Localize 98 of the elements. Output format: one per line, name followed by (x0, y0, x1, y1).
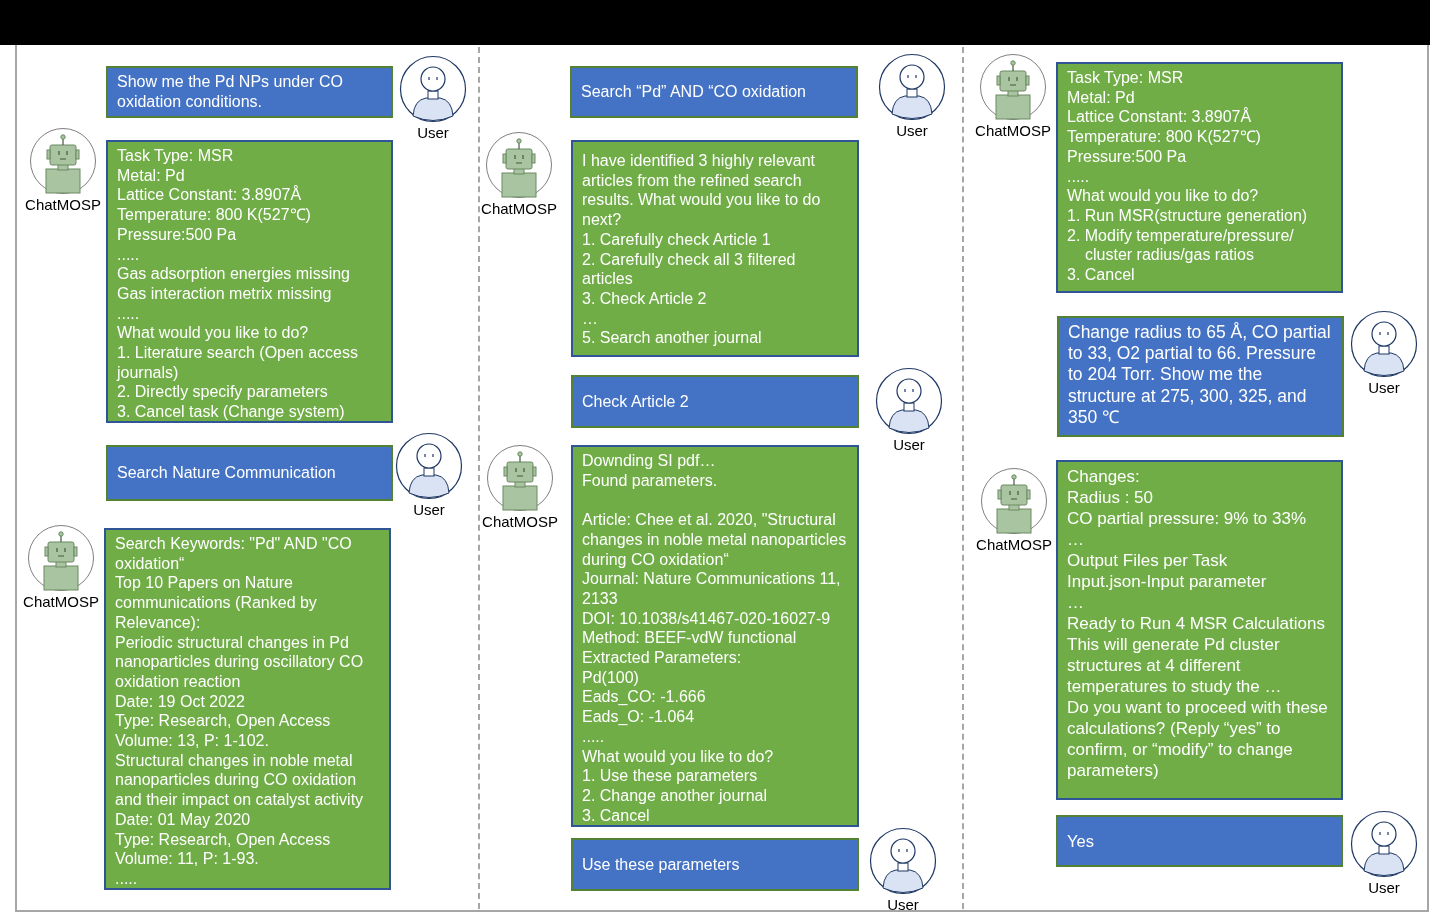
message-text: Radius : 50 (1067, 487, 1154, 508)
message-text: Volume: 13, P: 1-102. (115, 731, 270, 751)
message-text: 3. Cancel (582, 805, 651, 826)
message-text: Downding SI pdf… (582, 451, 717, 471)
message-text: Search Keywords: "Pd" AND "CO oxidation“ (115, 534, 353, 574)
message-text: Yes (1067, 831, 1095, 851)
message-text: What would you like to do? (582, 746, 775, 767)
speaker-name: ChatMOSP (25, 196, 101, 213)
chat-bubble (571, 838, 859, 891)
message-text: Eads_O: -1.064 (582, 707, 696, 727)
chat-bubble (570, 66, 858, 118)
message-text: Task Type: MSR (1067, 68, 1185, 88)
message-text: Gas adsorption energies missing (117, 264, 351, 284)
message-text: ..... (117, 303, 141, 324)
chat-bubble (106, 140, 393, 423)
message-text: Gas interaction metrix missing (117, 283, 333, 304)
message-text: Pd(100) (582, 667, 640, 688)
chat-bubble (106, 66, 393, 118)
message-text: Changes: (1067, 466, 1141, 487)
message-text: Method: BEEF-vdW functional (582, 628, 798, 648)
message-text: Lattice Constant: 3.8907Å (117, 185, 303, 206)
message-text: What would you like to do? (117, 323, 310, 344)
message-text: Date: 19 Oct 2022 (115, 691, 246, 712)
message-text: Task Type: MSR (117, 146, 235, 166)
message-text: Periodic structural changes in Pd nanoparticles during oscillatory CO oxidation reaction (115, 632, 365, 692)
message-text: Search Nature Communication (117, 463, 337, 483)
chat-bubble (1056, 460, 1343, 800)
message-text: Eads_CO: -1.666 (582, 687, 707, 708)
speaker-name: ChatMOSP (976, 536, 1052, 553)
message-text: Check Article 2 (582, 391, 690, 412)
message-text: Type: Research, Open Access (115, 711, 332, 732)
speaker-name: User (417, 124, 449, 141)
message-text: Temperature: 800 K(527℃) (117, 205, 312, 225)
chat-bubble (1057, 316, 1344, 437)
message-text: Show me the Pd NPs under CO oxidation conditions. (117, 72, 344, 112)
message-text: Temperature: 800 K(527℃) (1067, 127, 1262, 147)
message-text: Pressure:500 Pa (117, 224, 238, 245)
speaker-name: ChatMOSP (482, 513, 558, 530)
message-text: Type: Research, Open Access (115, 829, 332, 850)
chat-bubble (1056, 62, 1343, 293)
message-text: 2. Directly specify parameters (117, 382, 329, 403)
message-text: Structural changes in noble metal nanoparticles during CO oxidation and their impact on catalyst activity (115, 750, 365, 810)
chat-bubble (104, 528, 391, 890)
message-text: 3. Cancel task (Change system) (117, 402, 346, 422)
message-text: Do you want to proceed with these calculations? (Reply “yes” to confirm, or “modify” to change parameters) (1067, 697, 1329, 781)
speaker-name: ChatMOSP (23, 593, 99, 610)
message-text: Journal: Nature Communications 11, 2133 (582, 569, 842, 609)
message-text: Top 10 Papers on Nature communications (Ranked by Relevance): (115, 573, 318, 633)
message-text: 2. Change another journal (582, 785, 769, 806)
message-text: This will generate Pd cluster structures at 4 different temperatures to study the … (1067, 634, 1283, 697)
message-text: 1. Literature search (Open access journals) (117, 343, 359, 383)
message-text: What would you like to do? (1067, 186, 1260, 206)
message-text: Article: Chee et al. 2020, "Structural changes in noble metal nanoparticles during CO oxidation“ (582, 510, 848, 570)
message-text: Metal: Pd (1067, 87, 1136, 108)
message-text: Ready to Run 4 MSR Calculations (1067, 613, 1326, 634)
speaker-name: User (1368, 379, 1400, 396)
message-text: 2. Modify temperature/pressure/ cluster radius/gas ratios (1067, 225, 1295, 266)
message-text: 1. Use these parameters (582, 766, 759, 786)
chat-bubble (106, 445, 393, 501)
message-text: 3. Cancel (1067, 265, 1136, 285)
message-text: ..... (582, 726, 606, 747)
message-text: 1. Carefully check Article 1 (582, 229, 772, 250)
message-text: Metal: Pd (117, 165, 186, 186)
message-text: Input.json-Input parameter (1067, 571, 1268, 592)
speaker-name: ChatMOSP (481, 200, 557, 217)
speaker-name: User (893, 436, 925, 453)
speaker-name: User (413, 501, 445, 518)
message-text: … (1067, 529, 1085, 550)
message-text: I have identified 3 highly relevant articles from the refined search results. What would you like to do next? (582, 151, 822, 230)
message-text: DOI: 10.1038/s41467-020-16027-9 (582, 608, 832, 629)
message-text: Search “Pd” AND “CO oxidation (581, 82, 807, 102)
speaker-name: ChatMOSP (975, 122, 1051, 139)
message-text: … (582, 308, 599, 329)
speaker-name: User (887, 896, 919, 913)
speaker-name: User (1368, 879, 1400, 896)
message-text: Date: 01 May 2020 (115, 809, 252, 830)
message-text: 3. Check Article 2 (582, 288, 708, 309)
chat-bubble (571, 140, 859, 357)
message-text: Extracted Parameters: (582, 648, 743, 668)
message-text: Lattice Constant: 3.8907Å (1067, 107, 1253, 128)
chat-bubble (1056, 815, 1343, 867)
speaker-name: User (896, 122, 928, 139)
message-text: Change radius to 65 Å, CO partial to 33, O2 partial to 66. Pressure to 204 Torr. Show me the structure at 275, 300, 325, and 350 ℃ (1068, 322, 1332, 428)
message-text: Use these parameters (582, 854, 741, 875)
message-text: Volume: 11, P: 1-93. (115, 849, 260, 869)
chat-bubble (571, 375, 859, 428)
message-text: 2. Carefully check all 3 filtered articles (582, 249, 797, 289)
message-text: Pressure:500 Pa (1067, 146, 1188, 167)
message-text: Output Files per Task (1067, 550, 1229, 571)
message-text: CO partial pressure: 9% to 33% (1067, 508, 1308, 529)
message-text: ..... (1067, 166, 1091, 187)
message-text: … (1067, 592, 1085, 613)
message-text: 5. Search another journal (582, 328, 763, 349)
chat-bubble (571, 445, 859, 827)
message-text: ..... (117, 244, 141, 265)
message-text: ..... (115, 868, 139, 889)
message-text: Found parameters. (582, 470, 719, 491)
message-text: 1. Run MSR(structure generation) (1067, 205, 1309, 226)
